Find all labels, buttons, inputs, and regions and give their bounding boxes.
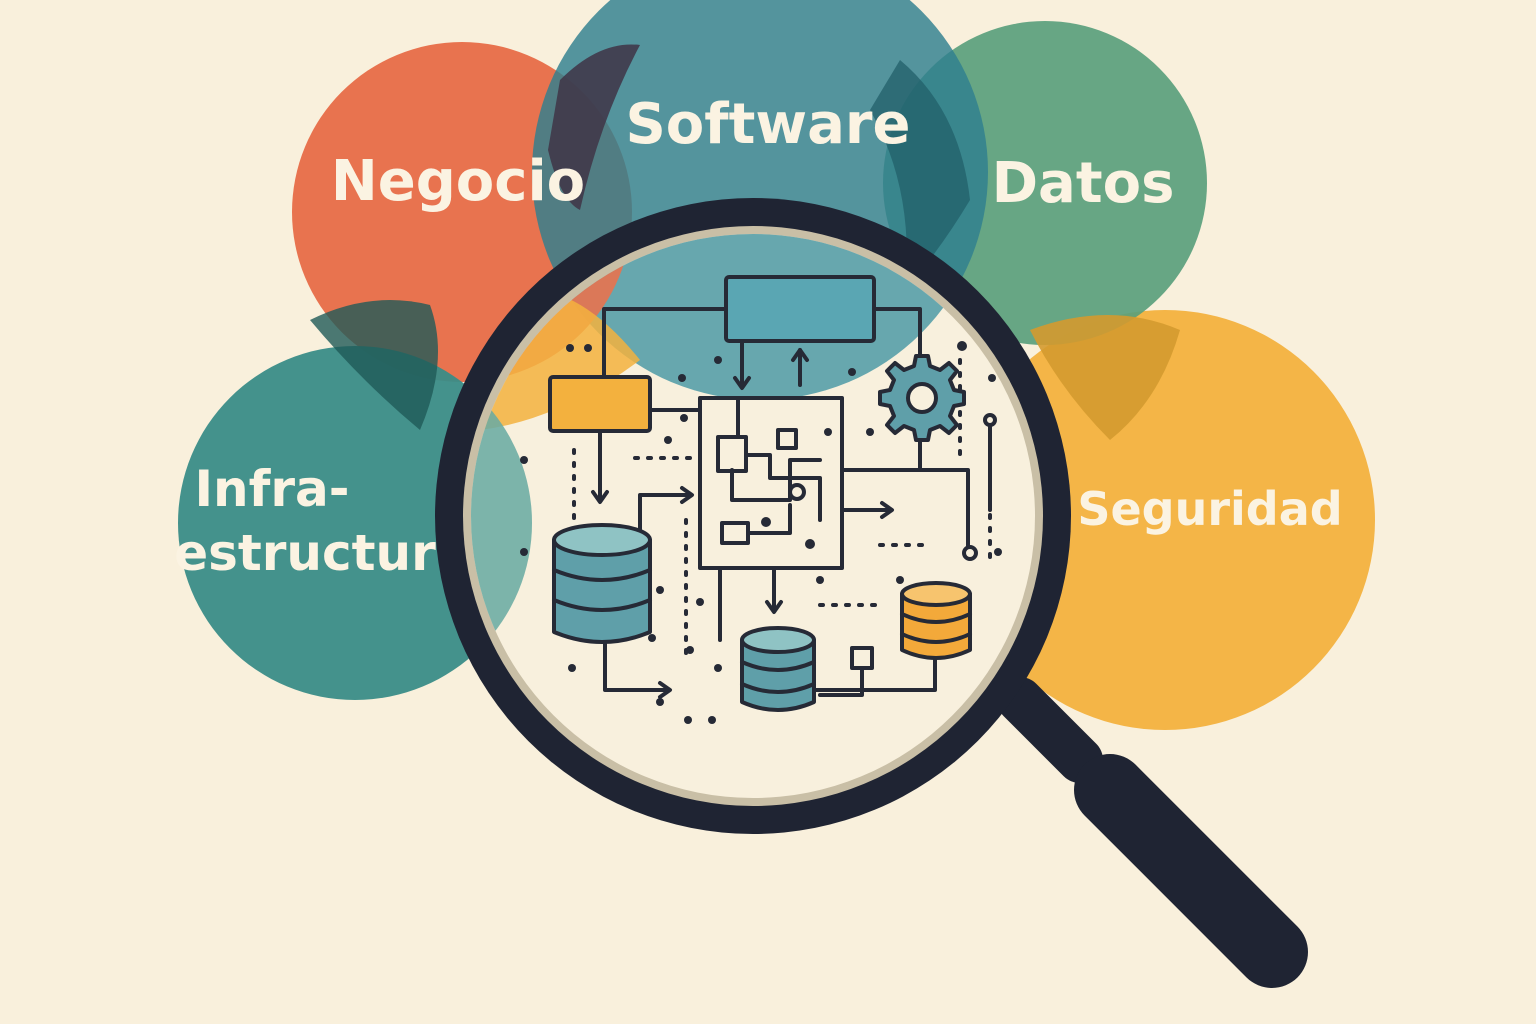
circuit-square — [698, 396, 844, 570]
overlap-negocio-software — [548, 44, 640, 210]
overlap-negocio-infra — [310, 300, 438, 430]
database-icon-orange — [900, 581, 972, 660]
database-icon-bottom — [740, 626, 816, 712]
domain-circles — [178, 0, 1375, 730]
database-icon-left — [552, 523, 652, 644]
label-datos: Datos — [992, 151, 1175, 216]
label-infra-line1: Infra- — [194, 460, 349, 518]
label-infra-line2: estructur — [174, 524, 436, 582]
gear-icon — [878, 354, 966, 442]
lens-schematic — [548, 275, 997, 712]
label-software: Software — [625, 92, 910, 157]
overlap-datos-seguridad — [1030, 315, 1180, 440]
overlap-software-datos — [870, 60, 970, 290]
decorative-dots — [520, 341, 1002, 724]
flowchart-box-top — [724, 275, 876, 343]
circle-seguridad — [955, 310, 1375, 730]
domain-labels: Negocio Software Datos Infra- estructur … — [174, 92, 1342, 582]
magnifier-handle — [997, 677, 1308, 988]
flowchart-box-orange — [548, 375, 652, 433]
label-negocio: Negocio — [331, 149, 585, 214]
label-seguridad: Seguridad — [1077, 482, 1342, 536]
circle-infraestructura — [178, 346, 532, 700]
